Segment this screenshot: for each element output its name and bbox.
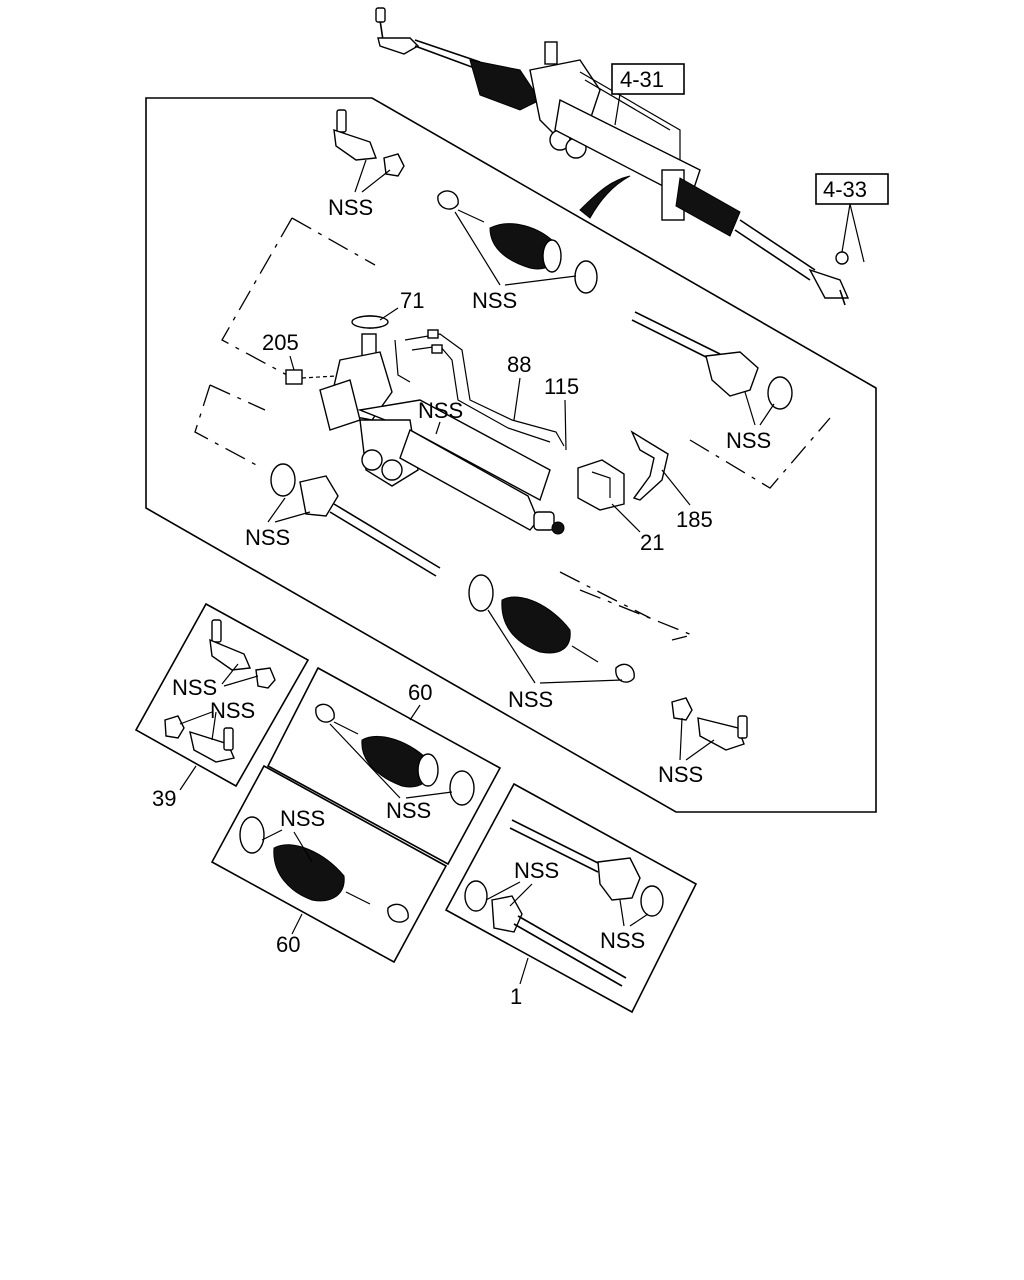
kit-1-parts — [464, 819, 664, 987]
callout-88: 88 — [507, 352, 531, 377]
nss-callout-1: NSS — [328, 195, 373, 220]
tie-rod-end-upper — [333, 109, 405, 177]
callout-115: 115 — [544, 374, 579, 399]
callout-39: 39 — [152, 786, 176, 811]
kit-39-parts — [164, 619, 276, 763]
part-205-fitting — [285, 369, 303, 385]
nss-callout-2: NSS — [472, 288, 517, 313]
inner-tie-rod-upper — [631, 311, 793, 410]
exploded-view-boundary — [145, 97, 877, 813]
nss-callout-11: NSS — [280, 806, 325, 831]
nss-callout-9: NSS — [210, 698, 255, 723]
inner-tie-rod-lower — [270, 463, 441, 577]
nss-callout-10: NSS — [386, 798, 431, 823]
callout-21: 21 — [640, 530, 664, 555]
kit-1-box — [444, 782, 698, 1014]
callout-60-upper: 60 — [408, 680, 432, 705]
callout-1: 1 — [510, 984, 522, 1009]
kit-60-lower-parts — [239, 816, 409, 923]
part-185-clamp — [630, 430, 669, 501]
nss-callout-3: NSS — [726, 428, 771, 453]
ref-4-33-label: 4-33 — [823, 177, 867, 202]
nss-callout-12: NSS — [514, 858, 559, 883]
kit-60-box-upper — [266, 666, 502, 866]
callout-185: 185 — [676, 507, 713, 532]
ref-box-4-33[interactable] — [815, 173, 889, 205]
alignment-guides — [194, 217, 831, 641]
part-71-oring — [351, 315, 389, 329]
part-21-bushing — [577, 459, 625, 511]
tie-rod-end-lower — [671, 697, 748, 751]
ref-box-4-31[interactable] — [611, 63, 685, 95]
assembled-steering-gear — [375, 7, 850, 306]
nss-callout-8: NSS — [172, 675, 217, 700]
nss-callout-5: NSS — [245, 525, 290, 550]
nss-callout-13: NSS — [600, 928, 645, 953]
kit-39-box — [134, 602, 310, 788]
callout-60-lower: 60 — [276, 932, 300, 957]
flow-arrow — [579, 175, 631, 219]
callout-71: 71 — [400, 288, 424, 313]
nss-callout-7: NSS — [658, 762, 703, 787]
kit-60-box-lower — [210, 764, 448, 964]
kit-60-upper-parts — [315, 703, 475, 806]
ref-4-31-label: 4-31 — [620, 67, 664, 92]
nss-callout-6: NSS — [508, 687, 553, 712]
callout-205: 205 — [262, 330, 299, 355]
nss-callout-4: NSS — [418, 398, 463, 423]
gear-housing — [319, 315, 565, 535]
